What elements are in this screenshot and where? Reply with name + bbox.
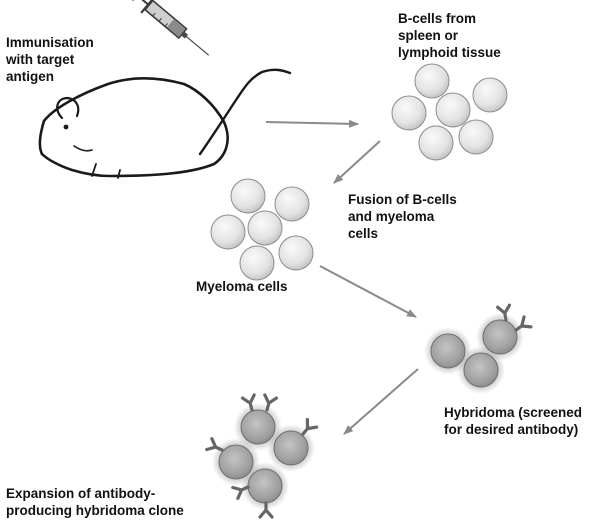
arrow-hybridoma-to-clones [343, 368, 419, 435]
b-cells-cluster [391, 63, 508, 161]
arrow-bcells-to-fusion [333, 140, 381, 184]
label-hybridoma: Hybridoma (screened for desired antibody… [444, 405, 583, 437]
clone-cell [247, 468, 283, 504]
myeloma-cell [239, 245, 275, 281]
myeloma-cell [247, 210, 283, 246]
hybridoma-cell [482, 319, 518, 355]
myeloma-cells-cluster [210, 178, 314, 281]
b-cell [435, 92, 471, 128]
myeloma-cell [230, 178, 266, 214]
hybridoma-cell [430, 333, 466, 369]
myeloma-cell [278, 235, 314, 271]
arrow-myeloma-to-hybridoma [319, 265, 417, 318]
b-cell [391, 95, 427, 131]
hybridoma-clone-cluster [205, 393, 319, 519]
label-fusion: Fusion of B-cells and myeloma cells [348, 192, 457, 241]
myeloma-cell [210, 214, 246, 250]
clone-cell [273, 430, 309, 466]
syringe-icon [131, 0, 210, 56]
b-cell [418, 125, 454, 161]
hybridoma-cluster [424, 303, 533, 394]
arrow-mouse-to-bcells [265, 119, 359, 128]
label-expansion: Expansion of antibody- producing hybrido… [6, 486, 184, 518]
clone-cell [240, 409, 276, 445]
b-cell [472, 77, 508, 113]
mouse-outline [38, 68, 292, 179]
myeloma-cell [274, 186, 310, 222]
label-immunisation: Immunisation with target antigen [6, 35, 94, 84]
label-myeloma-cells: Myeloma cells [196, 279, 288, 294]
label-b-cells: B-cells from spleen or lymphoid tissue [398, 11, 501, 60]
b-cell [414, 63, 450, 99]
clone-cell [218, 444, 254, 480]
b-cell [458, 119, 494, 155]
hybridoma-cell [463, 352, 499, 388]
